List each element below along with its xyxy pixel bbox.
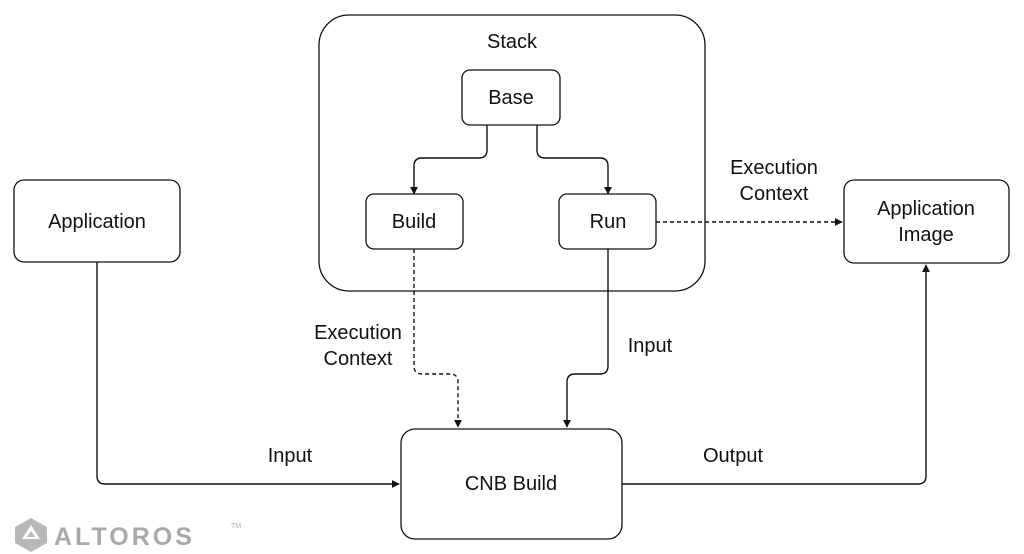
edge-label-cnb-image: Output bbox=[703, 445, 763, 467]
node-cnb-build-label: CNB Build bbox=[465, 473, 557, 495]
edge-build-to-cnb-build bbox=[413, 249, 462, 428]
node-run: Run bbox=[558, 193, 657, 250]
node-build-label: Build bbox=[392, 211, 436, 233]
edge-label-build-cnb-line2: Context bbox=[324, 348, 393, 370]
altoros-logo-mark-icon bbox=[15, 518, 47, 552]
edge-base-to-run bbox=[536, 125, 612, 195]
node-application-image: Application Image bbox=[843, 179, 1010, 264]
edge-label-run-image-line1: Execution bbox=[730, 157, 818, 179]
node-base: Base bbox=[461, 69, 561, 126]
node-build: Build bbox=[365, 193, 464, 250]
altoros-logo-text: ALTOROS bbox=[54, 523, 195, 551]
stack-label: Stack bbox=[487, 31, 538, 53]
edge-run-to-cnb-build bbox=[563, 249, 609, 428]
edge-label-run-image-line2: Context bbox=[740, 183, 809, 205]
node-application-label: Application bbox=[48, 211, 146, 233]
altoros-logo: ALTOROS TM bbox=[15, 518, 241, 552]
altoros-trademark: TM bbox=[231, 523, 241, 530]
edge-label-build-cnb-line1: Execution bbox=[314, 322, 402, 344]
node-cnb-build: CNB Build bbox=[400, 428, 623, 540]
node-application-image-line1: Application bbox=[877, 198, 975, 220]
edge-cnb-build-to-application-image bbox=[622, 264, 930, 485]
node-base-label: Base bbox=[488, 87, 534, 109]
edge-base-to-build bbox=[410, 125, 488, 195]
node-application-image-line2: Image bbox=[898, 224, 954, 246]
edge-application-to-cnb-build bbox=[96, 262, 400, 488]
edge-label-run-cnb: Input bbox=[628, 335, 673, 357]
node-run-label: Run bbox=[590, 211, 627, 233]
edge-label-app-cnb: Input bbox=[268, 445, 313, 467]
node-application: Application bbox=[13, 179, 181, 263]
